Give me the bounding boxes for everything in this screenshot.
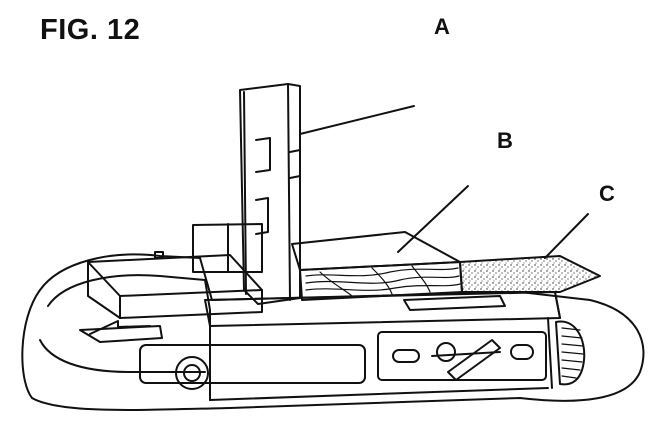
housing-top-deck — [204, 291, 561, 327]
figure-title: FIG. 12 — [40, 14, 141, 46]
housing-inner-rim — [47, 274, 211, 401]
leader-line-c — [544, 213, 589, 259]
control-slot-right — [510, 344, 534, 360]
small-tab — [403, 295, 506, 311]
plate-b — [291, 231, 461, 271]
control-lever — [447, 339, 501, 381]
slider-knob-inner — [183, 364, 201, 382]
top-block — [87, 254, 263, 319]
end-wheel — [555, 320, 586, 386]
control-slot-left — [392, 349, 420, 363]
direction-arrow — [89, 320, 151, 335]
leader-line-a — [299, 105, 415, 135]
control-panel — [377, 331, 547, 381]
control-pivot — [436, 342, 456, 362]
slider-knob-outer — [175, 356, 209, 390]
slider-bar — [139, 344, 366, 384]
leader-line-b — [397, 185, 469, 253]
callout-label-a: A — [434, 14, 450, 39]
hinge-block — [192, 223, 263, 273]
speckled-block-c — [459, 255, 601, 293]
callout-label-b: B — [497, 128, 513, 153]
callout-label-c: C — [599, 181, 615, 206]
grain-lines — [305, 265, 461, 297]
